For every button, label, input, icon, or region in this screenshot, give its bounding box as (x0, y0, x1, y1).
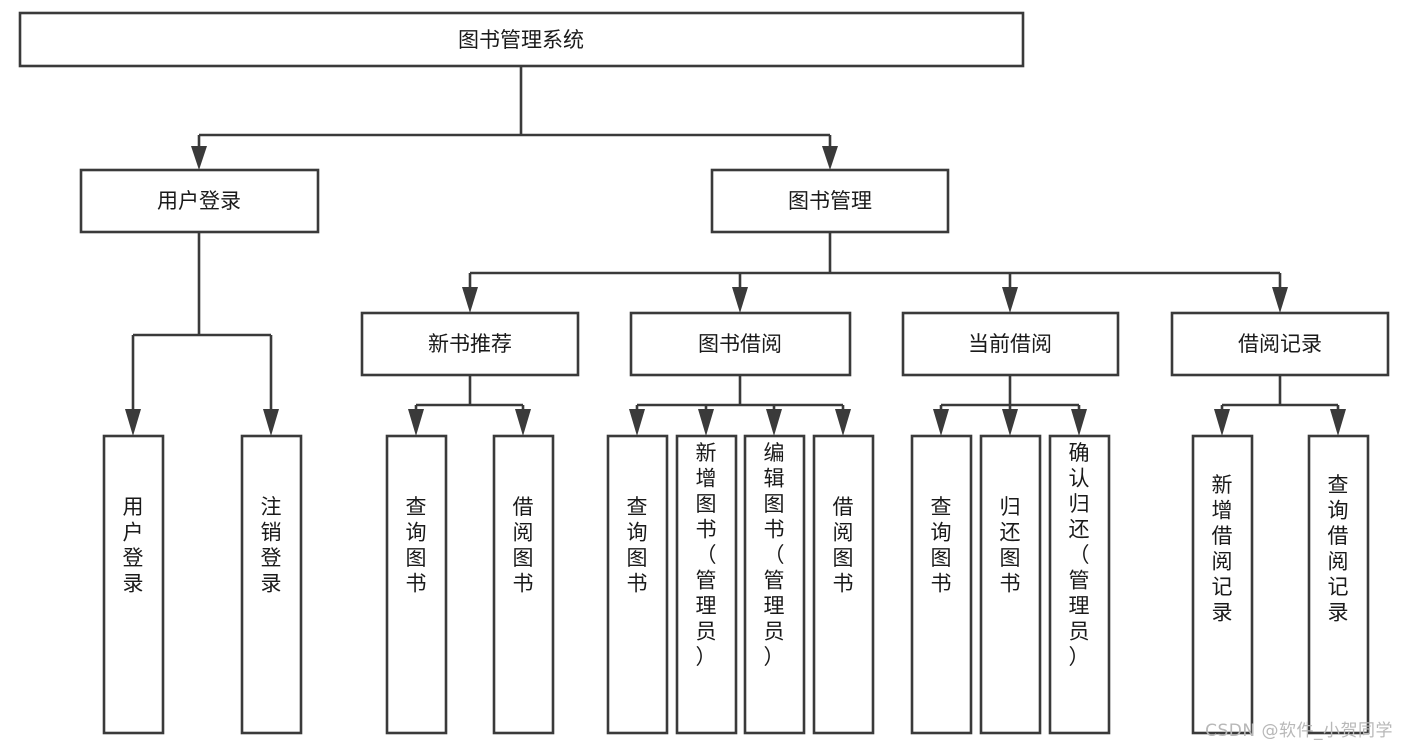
node-leaf-logout-login-box[interactable] (240, 434, 303, 735)
node-leaf-query-record[interactable]: 查询借阅记录 (1307, 434, 1370, 735)
node-book-borrow-box[interactable] (629, 311, 852, 377)
node-book-management[interactable]: 图书管理 (710, 168, 950, 234)
node-leaf-query-book-1-label: 查询图书 (406, 495, 427, 596)
arrow-head-book-management (822, 146, 838, 170)
node-root-label: 图书管理系统 (458, 28, 584, 52)
node-leaf-user-login[interactable]: 用户登录 (102, 434, 165, 735)
node-book-borrow[interactable]: 图书借阅 (629, 311, 852, 377)
node-book-borrow-label: 图书借阅 (698, 332, 782, 356)
arrow-head-leaf-return-book (1002, 409, 1018, 436)
node-leaf-add-book-box[interactable] (675, 434, 738, 735)
arrow-head-leaf-query-book-2 (629, 409, 645, 436)
node-leaf-query-record-label: 查询借阅记录 (1328, 473, 1349, 625)
node-current-borrow[interactable]: 当前借阅 (901, 311, 1120, 377)
node-user-login-label: 用户登录 (157, 189, 241, 213)
node-leaf-edit-book[interactable]: 编辑图书（管理员） (743, 434, 806, 735)
node-current-borrow-label: 当前借阅 (968, 332, 1052, 356)
node-leaf-return-book-label: 归还图书 (1000, 495, 1021, 596)
node-leaf-add-record-box[interactable] (1191, 434, 1254, 735)
node-leaf-query-book-2-label: 查询图书 (627, 495, 648, 596)
node-leaf-confirm-return-label: 确认归还（管理员） (1069, 441, 1090, 669)
node-leaf-return-book[interactable]: 归还图书 (979, 434, 1042, 735)
node-leaf-query-book-3-box[interactable] (910, 434, 973, 735)
arrow-head-leaf-add-book (698, 409, 714, 436)
node-leaf-logout-login[interactable]: 注销登录 (240, 434, 303, 735)
node-book-management-box[interactable] (710, 168, 950, 234)
arrow-head-user-login (191, 146, 207, 170)
arrow-head-borrow-record (1272, 287, 1288, 313)
node-leaf-query-book-3[interactable]: 查询图书 (910, 434, 973, 735)
arrow-head-new-book (462, 287, 478, 313)
arrow-head-leaf-query-record (1330, 409, 1346, 436)
node-new-book-recommend[interactable]: 新书推荐 (360, 311, 580, 377)
node-new-book-recommend-label: 新书推荐 (428, 332, 512, 356)
node-borrow-record-box[interactable] (1170, 311, 1390, 377)
node-leaf-logout-login-label: 注销登录 (261, 495, 282, 596)
node-leaf-query-book-3-label: 查询图书 (931, 495, 952, 596)
arrow-head-leaf-borrow-book-2 (835, 409, 851, 436)
node-leaf-query-book-1-box[interactable] (385, 434, 448, 735)
arrow-head-current-borrow (1002, 287, 1018, 313)
node-user-login[interactable]: 用户登录 (79, 168, 320, 234)
node-leaf-add-book-label: 新增图书（管理员） (696, 441, 717, 669)
node-borrow-record-label: 借阅记录 (1238, 332, 1322, 356)
node-leaf-borrow-book-2-box[interactable] (812, 434, 875, 735)
arrow-head-leaf-query-book-3 (933, 409, 949, 436)
node-leaf-borrow-book-1-label: 借阅图书 (513, 495, 534, 596)
node-leaf-user-login-box[interactable] (102, 434, 165, 735)
arrow-head-leaf-user-login (125, 409, 141, 436)
node-leaf-confirm-return-box[interactable] (1048, 434, 1111, 735)
node-leaf-borrow-book-2[interactable]: 借阅图书 (812, 434, 875, 735)
node-leaf-query-book-2-box[interactable] (606, 434, 669, 735)
node-root[interactable]: 图书管理系统 (18, 11, 1025, 68)
arrow-head-book-borrow (732, 287, 748, 313)
connector-group (125, 66, 1346, 436)
node-leaf-add-record[interactable]: 新增借阅记录 (1191, 434, 1254, 735)
node-leaf-borrow-book-2-label: 借阅图书 (833, 495, 854, 596)
node-leaf-edit-book-label: 编辑图书（管理员） (764, 441, 785, 669)
node-leaf-return-book-box[interactable] (979, 434, 1042, 735)
arrow-head-leaf-query-book-1 (408, 409, 424, 436)
node-current-borrow-box[interactable] (901, 311, 1120, 377)
node-root-box[interactable] (18, 11, 1025, 68)
arrow-head-leaf-borrow-book-1 (515, 409, 531, 436)
node-book-management-label: 图书管理 (788, 189, 872, 213)
node-borrow-record[interactable]: 借阅记录 (1170, 311, 1390, 377)
node-leaf-borrow-book-1-box[interactable] (492, 434, 555, 735)
node-leaf-query-book-2[interactable]: 查询图书 (606, 434, 669, 735)
node-leaf-query-record-box[interactable] (1307, 434, 1370, 735)
node-leaf-add-record-label: 新增借阅记录 (1212, 473, 1233, 625)
node-new-book-recommend-box[interactable] (360, 311, 580, 377)
node-leaf-confirm-return[interactable]: 确认归还（管理员） (1048, 434, 1111, 735)
arrow-head-leaf-edit-book (766, 409, 782, 436)
arrow-head-leaf-confirm-return (1071, 409, 1087, 436)
arrow-head-leaf-add-record (1214, 409, 1230, 436)
node-leaf-user-login-label: 用户登录 (123, 495, 144, 596)
node-user-login-box[interactable] (79, 168, 320, 234)
node-leaf-add-book[interactable]: 新增图书（管理员） (675, 434, 738, 735)
node-leaf-borrow-book-1[interactable]: 借阅图书 (492, 434, 555, 735)
node-leaf-query-book-1[interactable]: 查询图书 (385, 434, 448, 735)
node-leaf-edit-book-box[interactable] (743, 434, 806, 735)
arrow-head-leaf-logout-login (263, 409, 279, 436)
